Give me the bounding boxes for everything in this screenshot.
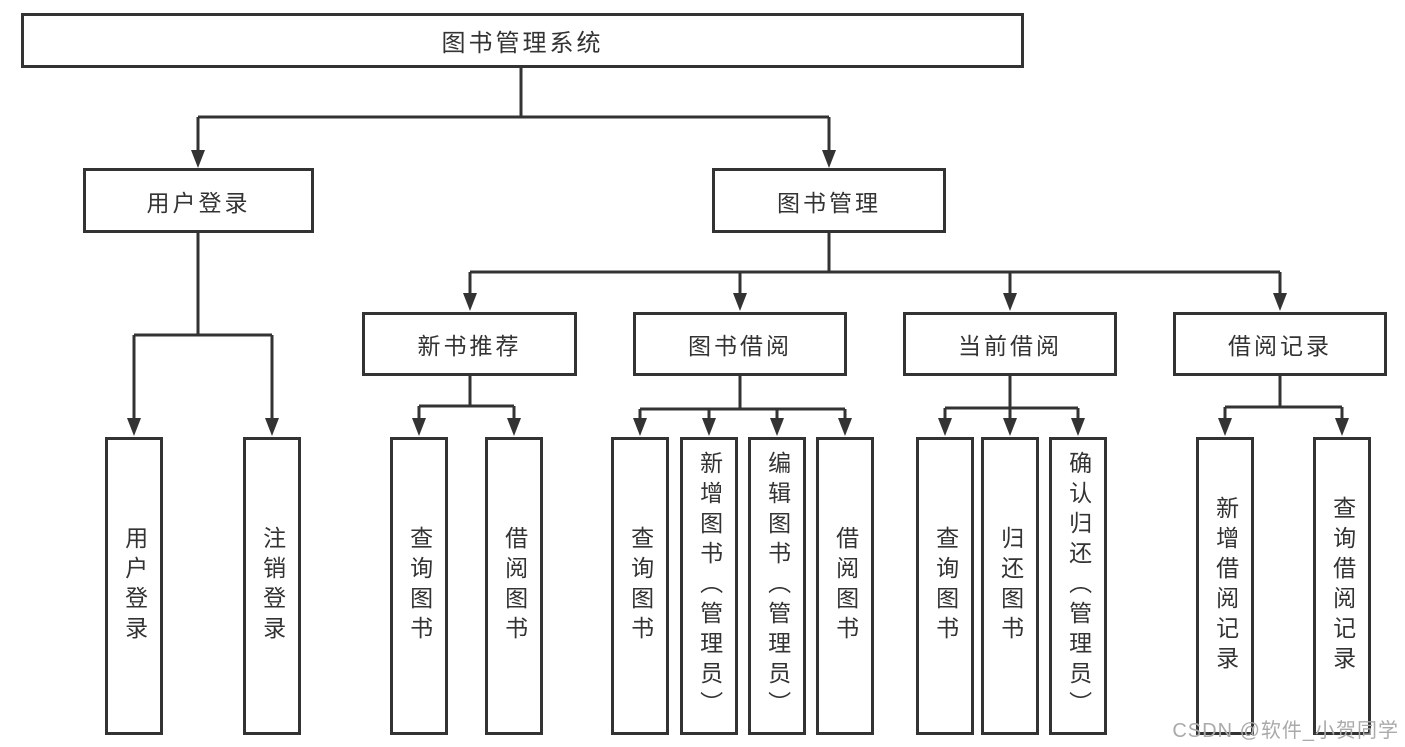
- arrow-down-icon: [191, 150, 205, 168]
- node-label: 用户登录: [146, 189, 251, 216]
- arrowheads: [127, 150, 1349, 436]
- connector-current-borrow-split: [943, 375, 1080, 424]
- node-label: 借阅图书: [832, 526, 859, 646]
- arrow-down-icon: [1218, 418, 1232, 436]
- node-label: 查询图书: [627, 526, 654, 646]
- node-book-management: 图书管理: [712, 168, 946, 233]
- arrow-down-icon: [265, 418, 279, 436]
- node-leaf-search-books-recommend: 查询图书: [390, 437, 448, 735]
- arrow-down-icon: [1335, 418, 1349, 436]
- connector-book-management-split: [468, 233, 1282, 298]
- node-label: 借阅图书: [501, 526, 528, 646]
- connector-book-borrow-split: [638, 375, 847, 424]
- node-leaf-edit-books-admin: 编辑图书（管理员）: [748, 437, 806, 735]
- node-label: 图书借阅: [688, 333, 792, 359]
- node-label: 编辑图书（管理员）: [764, 451, 791, 721]
- node-leaf-search-borrow-record: 查询借阅记录: [1313, 437, 1371, 735]
- arrow-down-icon: [412, 418, 426, 436]
- node-user-login: 用户登录: [83, 168, 314, 233]
- node-label: 借阅记录: [1228, 333, 1332, 359]
- arrow-down-icon: [1003, 418, 1017, 436]
- node-label: 归还图书: [997, 526, 1024, 646]
- node-book-borrowing: 图书借阅: [633, 312, 847, 376]
- node-leaf-confirm-return-admin: 确认归还（管理员）: [1049, 437, 1107, 735]
- node-borrowing-records: 借阅记录: [1173, 312, 1387, 376]
- connector-new-book-split: [417, 375, 516, 424]
- arrow-down-icon: [702, 418, 716, 436]
- node-root-system: 图书管理系统: [21, 13, 1024, 68]
- arrow-down-icon: [1071, 418, 1085, 436]
- arrow-down-icon: [770, 418, 784, 436]
- connector-user-login-split: [132, 233, 274, 424]
- node-label: 图书管理系统: [441, 30, 604, 57]
- arrow-down-icon: [127, 418, 141, 436]
- connector-root-split: [196, 67, 831, 155]
- node-leaf-logout: 注销登录: [243, 437, 301, 735]
- node-label: 新增图书（管理员）: [696, 451, 723, 721]
- arrow-down-icon: [733, 293, 747, 311]
- node-leaf-user-login: 用户登录: [105, 437, 163, 735]
- node-leaf-return-books: 归还图书: [981, 437, 1039, 735]
- node-new-book-recommendation: 新书推荐: [362, 312, 577, 376]
- arrow-down-icon: [1003, 293, 1017, 311]
- node-label: 当前借阅: [958, 333, 1062, 359]
- node-leaf-search-books-current: 查询图书: [916, 437, 974, 735]
- node-label: 查询借阅记录: [1329, 496, 1356, 676]
- node-label: 新增借阅记录: [1212, 496, 1239, 676]
- node-label: 查询图书: [932, 526, 959, 646]
- arrow-down-icon: [463, 293, 477, 311]
- connector-borrow-records-split: [1223, 375, 1344, 424]
- node-label: 注销登录: [259, 526, 286, 646]
- node-label: 查询图书: [406, 526, 433, 646]
- node-leaf-borrow-books: 借阅图书: [816, 437, 874, 735]
- csdn-watermark: CSDN @软件_小贺同学: [1172, 720, 1399, 742]
- arrow-down-icon: [1273, 293, 1287, 311]
- arrow-down-icon: [822, 150, 836, 168]
- node-label: 用户登录: [121, 526, 148, 646]
- node-current-borrowing: 当前借阅: [903, 312, 1117, 376]
- node-leaf-add-borrow-record: 新增借阅记录: [1196, 437, 1254, 735]
- arrow-down-icon: [838, 418, 852, 436]
- arrow-down-icon: [633, 418, 647, 436]
- node-leaf-add-books-admin: 新增图书（管理员）: [680, 437, 738, 735]
- node-label: 图书管理: [777, 189, 881, 216]
- arrow-down-icon: [507, 418, 521, 436]
- node-label: 确认归还（管理员）: [1065, 451, 1092, 721]
- node-leaf-search-books-borrow: 查询图书: [611, 437, 669, 735]
- node-leaf-borrow-books-recommend: 借阅图书: [485, 437, 543, 735]
- arrow-down-icon: [938, 418, 952, 436]
- node-label: 新书推荐: [417, 333, 522, 359]
